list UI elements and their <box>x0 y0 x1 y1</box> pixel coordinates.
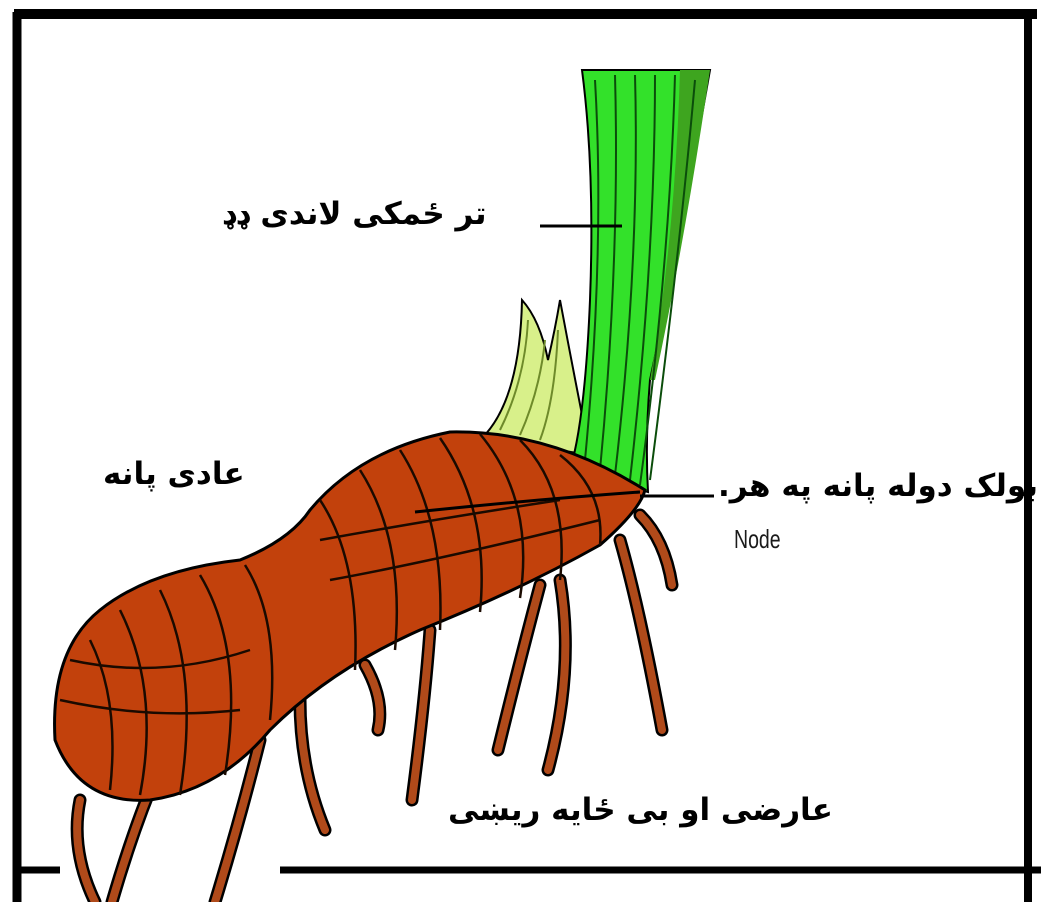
label-rhizome: عادی پانه <box>103 456 245 492</box>
label-roots: عارضی او بی ځایه ریښی <box>448 792 833 828</box>
label-underground-stem: تر ځمکی لاندی ډډ <box>222 196 486 232</box>
label-node: بولک دوله پانه په هر. <box>718 468 1038 504</box>
label-node-en: Node <box>734 524 781 555</box>
